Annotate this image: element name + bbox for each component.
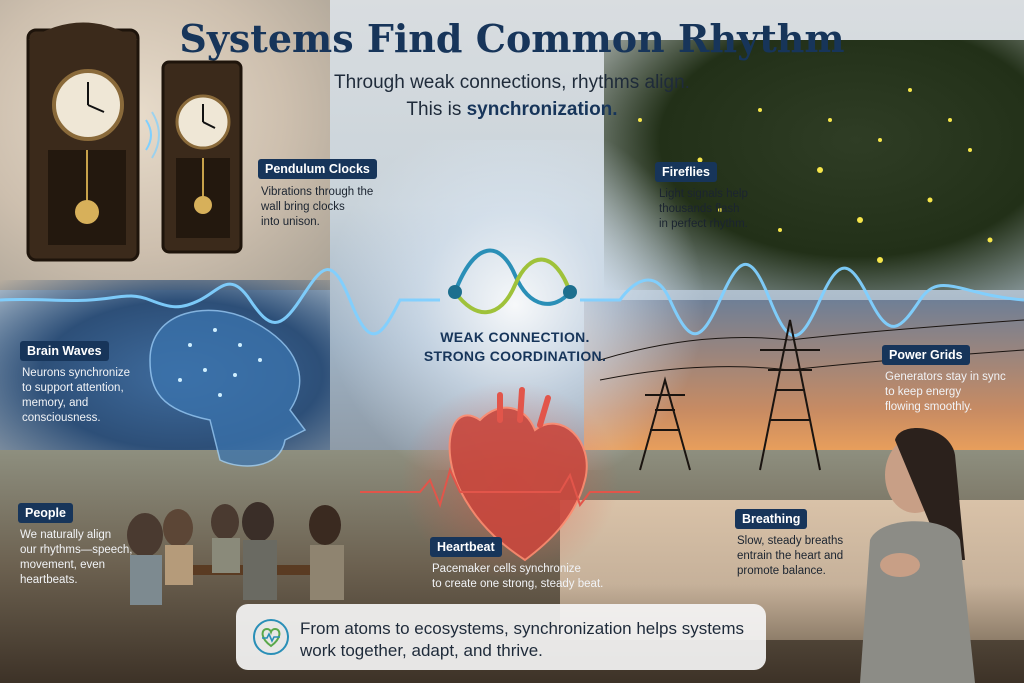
power-towers	[599, 319, 1024, 471]
sync-logo	[448, 248, 577, 315]
subtitle-line-1: Through weak connections, rhythms align.	[334, 72, 690, 93]
desc-line: entrain the heart and	[737, 550, 844, 562]
footer-text: From atoms to ecosystems, synchronizatio…	[300, 618, 755, 662]
desc-line: thousands flash	[659, 203, 740, 215]
firefly-dots	[638, 88, 993, 263]
ecg-line	[360, 467, 640, 509]
desc-line: Generators stay in sync	[885, 371, 1006, 383]
label-people: People	[18, 503, 73, 523]
people-at-table	[127, 502, 344, 605]
desc-line: to support attention,	[22, 382, 124, 394]
subtitle-emphasis: synchronization.	[466, 99, 618, 120]
desc-fireflies: Light signals help thousands flash in pe…	[659, 187, 748, 232]
desc-line: memory, and	[22, 397, 89, 409]
sync-wave	[0, 263, 1024, 337]
desc-line: flowing smoothly.	[885, 401, 973, 413]
desc-line: promote balance.	[737, 565, 826, 577]
desc-line: Neurons synchronize	[22, 367, 131, 379]
center-line-1: WEAK CONNECTION.	[440, 329, 590, 345]
desc-line: our rhythms—speech,	[20, 544, 133, 556]
subtitle-line-2: This is synchronization.	[0, 99, 1024, 121]
footer-line-1: From atoms to ecosystems, synchronizatio…	[300, 619, 745, 638]
label-power-grids: Power Grids	[882, 345, 970, 365]
desc-line: movement, even	[20, 559, 106, 571]
desc-brain-waves: Neurons synchronize to support attention…	[22, 366, 130, 426]
label-heartbeat: Heartbeat	[430, 537, 502, 557]
footer-line-2: work together, adapt, and thrive.	[300, 641, 543, 660]
desc-people: We naturally align our rhythms—speech, m…	[20, 528, 133, 588]
desc-heartbeat: Pacemaker cells synchronize to create on…	[432, 562, 603, 592]
label-brain-waves: Brain Waves	[20, 341, 109, 361]
pendulum-clock-right	[145, 60, 243, 254]
page-title: Systems Find Common Rhythm	[179, 16, 845, 61]
desc-power-grids: Generators stay in sync to keep energy f…	[885, 370, 1006, 415]
desc-line: Light signals help	[659, 188, 748, 200]
brain-head	[149, 309, 307, 467]
desc-line: consciousness.	[22, 412, 101, 424]
label-pendulum-clocks: Pendulum Clocks	[258, 159, 377, 179]
heart-illustration	[448, 387, 588, 562]
heart-wave-icon	[253, 619, 289, 655]
desc-line: in perfect rhythm.	[659, 218, 748, 230]
desc-line: Vibrations through the	[261, 186, 374, 198]
desc-line: to keep energy	[885, 386, 962, 398]
center-line-2: STRONG COORDINATION.	[423, 348, 607, 364]
subtitle-prefix: This is	[406, 99, 467, 120]
label-breathing: Breathing	[735, 509, 808, 529]
pendulum-clock-left	[26, 22, 140, 262]
desc-line: Pacemaker cells synchronize	[432, 563, 581, 575]
desc-line: Slow, steady breaths	[737, 535, 844, 547]
desc-line: wall bring clocks	[261, 201, 345, 213]
desc-line: into unison.	[261, 216, 320, 228]
center-slogan: WEAK CONNECTION. STRONG COORDINATION.	[410, 328, 620, 366]
desc-line: heartbeats.	[20, 574, 78, 586]
label-fireflies: Fireflies	[655, 162, 717, 182]
desc-line: We naturally align	[20, 529, 112, 541]
woman-breathing	[860, 428, 975, 683]
desc-line: to create one strong, steady beat.	[432, 578, 604, 590]
desc-pendulum-clocks: Vibrations through the wall bring clocks…	[261, 185, 373, 230]
desc-breathing: Slow, steady breaths entrain the heart a…	[737, 534, 843, 579]
footer-panel	[236, 604, 766, 670]
